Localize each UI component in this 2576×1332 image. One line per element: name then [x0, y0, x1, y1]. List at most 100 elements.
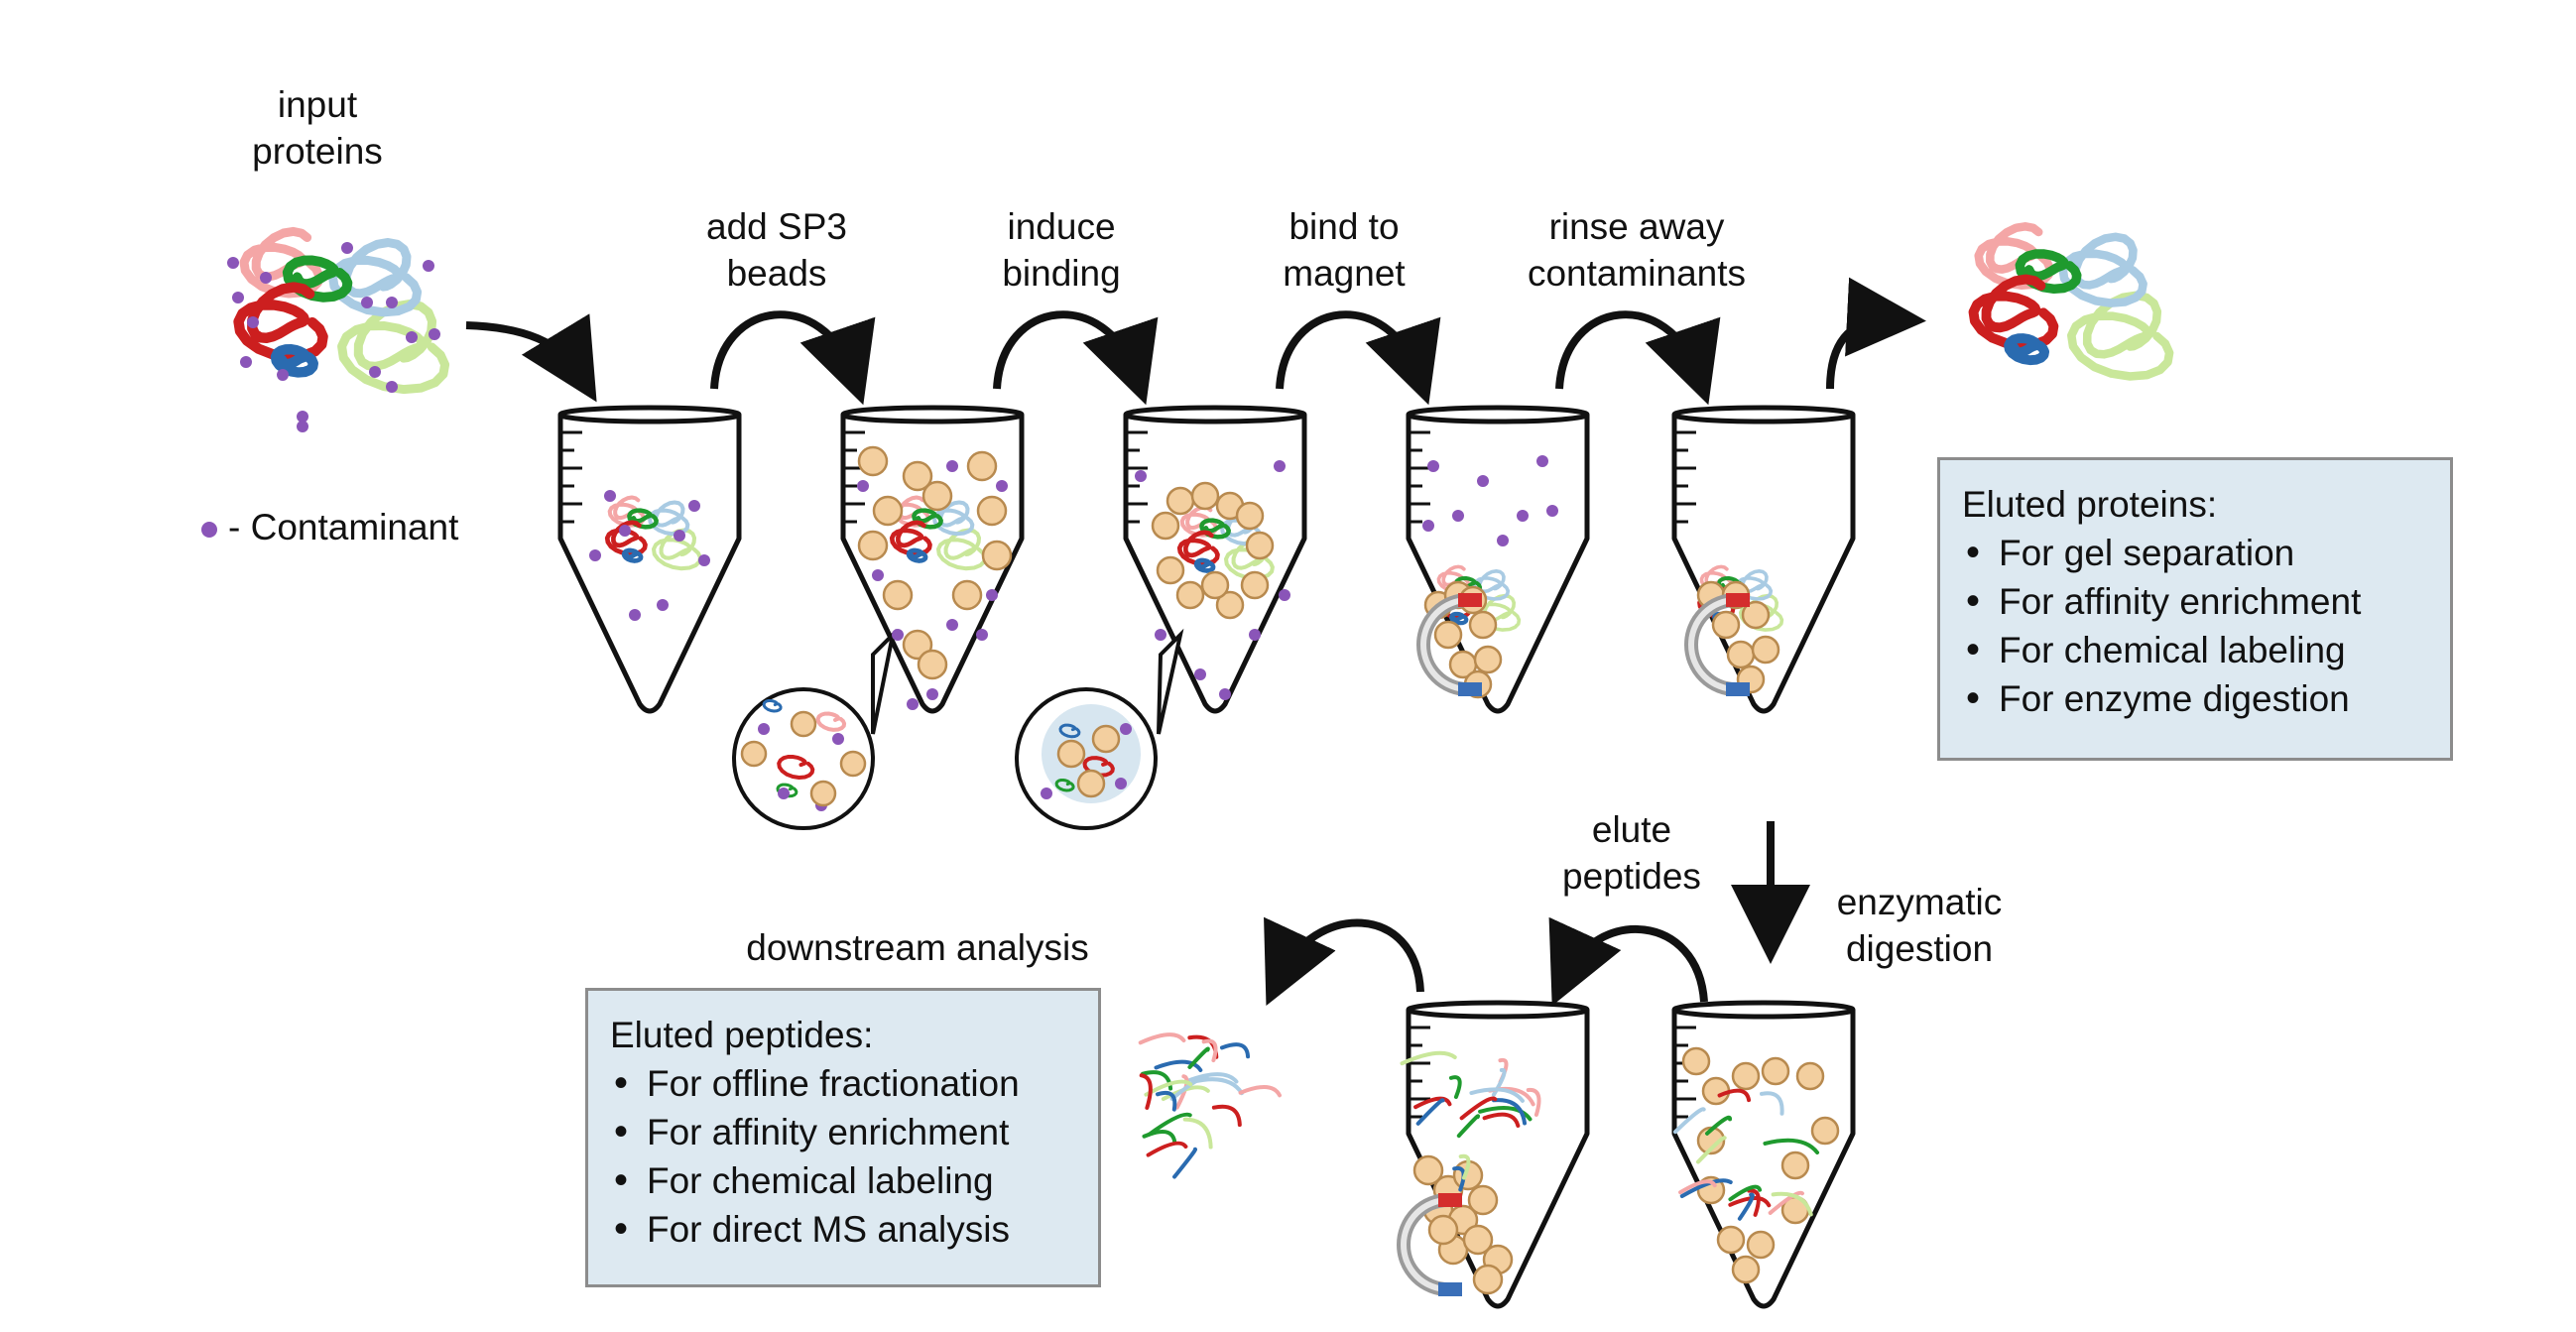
- peptide: [1747, 1188, 1761, 1217]
- arrow-bind-magnet: [1276, 310, 1441, 406]
- bead: [1731, 1061, 1761, 1091]
- peptide: [1185, 1072, 1239, 1084]
- tube-rim: [1123, 405, 1307, 424]
- tube1-contaminant-dot: [657, 599, 669, 611]
- bead: [1472, 1264, 1504, 1295]
- bead: [1780, 1150, 1810, 1180]
- tube1-contaminant-dot: [674, 530, 685, 542]
- magnet-north-pole: [1726, 593, 1750, 607]
- input-contaminant-dot: [361, 297, 373, 308]
- tube-rim: [1671, 1000, 1856, 1020]
- eluted-blue-protein: [2004, 333, 2050, 366]
- zoom-pointer: [1157, 628, 1184, 735]
- tube-rim: [1671, 405, 1856, 424]
- tube2-lightgreen-protein: [935, 528, 987, 571]
- peptide: [1156, 1090, 1177, 1112]
- zoom-contaminant-dot: [832, 733, 844, 745]
- bead: [981, 540, 1013, 571]
- magnet: [1397, 1193, 1462, 1296]
- input-contaminant-dot: [429, 328, 440, 340]
- peptide: [1238, 1085, 1283, 1098]
- tube-body: [1406, 1010, 1590, 1309]
- bead: [917, 649, 948, 680]
- tube4-blue-protein: [1449, 611, 1469, 626]
- bead: [902, 460, 933, 492]
- bead: [951, 579, 983, 611]
- input-lightgreen-protein: [337, 300, 450, 395]
- eluted-green-protein: [2015, 249, 2082, 295]
- peptide: [1172, 1147, 1197, 1179]
- arrow-elute-peptides: [1548, 916, 1708, 1007]
- zoom-contaminant-dot: [1041, 787, 1052, 799]
- input-lightblue-protein: [328, 238, 423, 317]
- enzymatic-digestion-label: enzymatic digestion: [1836, 882, 2003, 969]
- tube-1: [557, 405, 742, 714]
- tube2-contaminant-dot: [976, 629, 988, 641]
- magnet-north-pole: [1458, 593, 1482, 607]
- zoom-blue-protein: [1058, 723, 1081, 739]
- tube-5: [1671, 405, 1856, 714]
- eluted-proteins-box: Eluted proteins: For gel separation For …: [1937, 457, 2453, 761]
- tube2-blue-protein: [906, 547, 928, 563]
- bead: [790, 710, 817, 738]
- list-item: For chemical labeling: [610, 1156, 1076, 1205]
- zoom-green-protein: [1054, 779, 1075, 792]
- list-item: For offline fractionation: [610, 1059, 1076, 1108]
- bead: [1716, 1225, 1746, 1255]
- peptide: [1456, 1114, 1481, 1139]
- contaminant-dots: [227, 242, 1558, 811]
- tube-2: [840, 405, 1025, 714]
- elute-peptides-label: elute peptides: [1562, 809, 1701, 897]
- magnet-north-pole: [1438, 1193, 1462, 1207]
- magnet-south-pole: [1438, 1282, 1462, 1296]
- peptide: [1211, 1104, 1242, 1128]
- tube1-blue-protein: [621, 547, 644, 563]
- peptide: [1201, 1038, 1218, 1063]
- contaminant-legend-label: - Contaminant: [228, 507, 459, 547]
- peptide: [1737, 1192, 1755, 1221]
- tube3-contaminant-dot: [1274, 460, 1286, 472]
- tube-body: [1671, 415, 1856, 714]
- bead: [740, 740, 768, 768]
- peptide: [1478, 1106, 1533, 1122]
- bead: [1681, 1046, 1711, 1076]
- peptide: [1415, 1098, 1445, 1126]
- bead: [1467, 1184, 1499, 1216]
- zoom-pink-protein: [815, 711, 847, 732]
- tube1-lightblue-protein: [647, 500, 690, 537]
- bead: [1200, 570, 1230, 600]
- tube-body: [557, 415, 742, 714]
- arrow-add-beads: [710, 310, 876, 406]
- magnets: [1397, 593, 1750, 1296]
- tube-6: [1406, 1000, 1590, 1309]
- input-contaminant-dot: [386, 297, 398, 308]
- bead: [1156, 555, 1185, 585]
- tube3-contaminant-dot: [1249, 629, 1261, 641]
- peptide-fragments: [1138, 1032, 1820, 1221]
- tube4-contaminant-dot: [1422, 520, 1434, 532]
- bead: [1741, 600, 1771, 630]
- eluted-proteins-list: For gel separation For affinity enrichme…: [1962, 529, 2428, 723]
- input-proteins-label: input proteins: [252, 84, 383, 172]
- peptide: [1400, 1050, 1457, 1066]
- peptide: [1672, 1107, 1706, 1135]
- peptide: [1174, 1074, 1189, 1110]
- tube-rim: [1406, 405, 1590, 424]
- eluted-proteins-title: Eluted proteins:: [1962, 484, 2218, 525]
- add-beads-label: add SP3 beads: [706, 206, 847, 294]
- bead: [1235, 501, 1265, 531]
- eluted-peptides-title: Eluted peptides:: [610, 1015, 874, 1055]
- bead: [1711, 610, 1741, 640]
- downstream-label: downstream analysis: [746, 927, 1089, 968]
- tube-rim: [840, 405, 1025, 424]
- bead: [882, 579, 914, 611]
- tube1-contaminant-dot: [629, 609, 641, 621]
- zoom-blue-protein: [762, 699, 783, 713]
- eluted-lightgreen-protein: [2067, 291, 2174, 381]
- list-item: For direct MS analysis: [610, 1205, 1076, 1254]
- input-contaminant-dot: [386, 381, 398, 393]
- tube4-contaminant-dot: [1536, 455, 1548, 467]
- peptide: [1154, 1059, 1203, 1072]
- tube3-contaminant-dot: [1219, 688, 1231, 700]
- tube2-contaminant-dot: [857, 480, 869, 492]
